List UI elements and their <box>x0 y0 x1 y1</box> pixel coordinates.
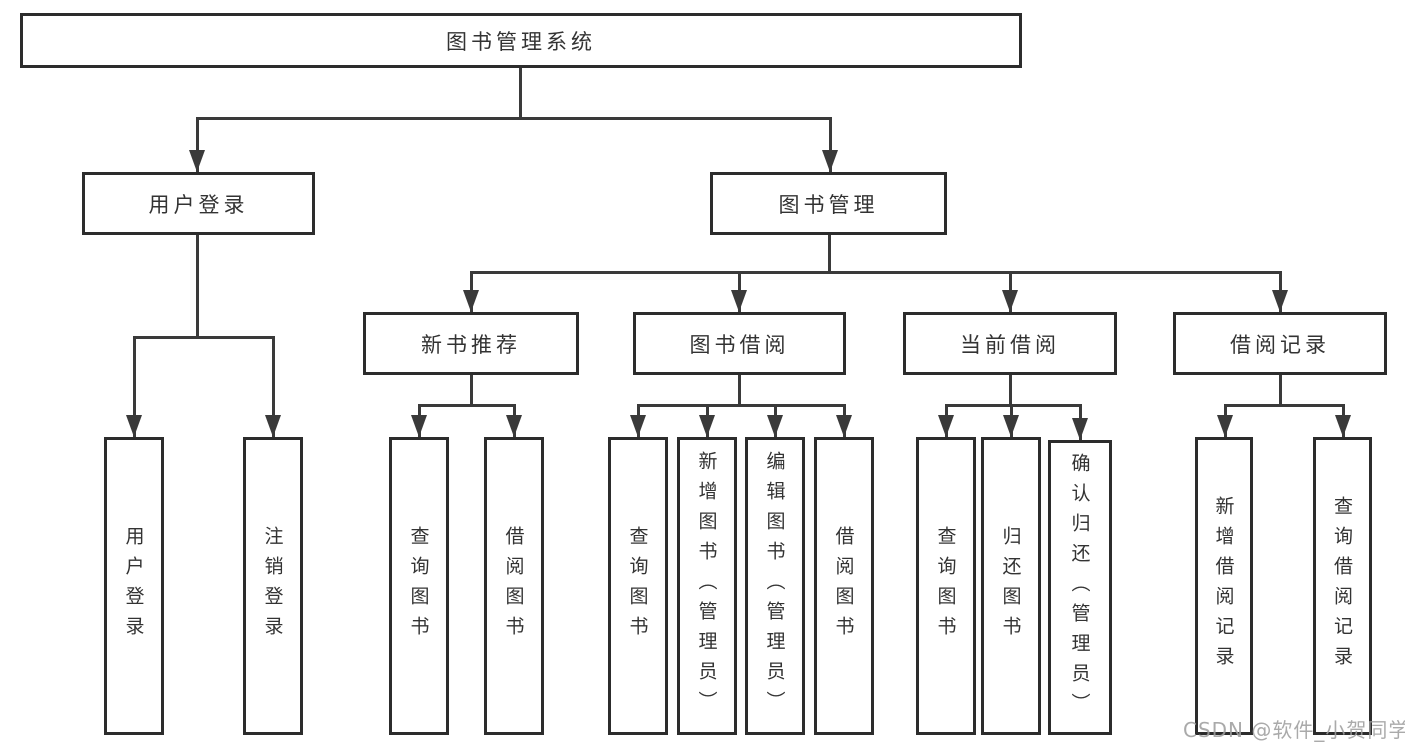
connector <box>196 117 199 172</box>
leaf-add-borrow-record: 新增借阅记录 <box>1195 437 1253 735</box>
leaf-edit-book-admin: 编辑图书（管理员） <box>745 437 805 735</box>
connector <box>1224 404 1345 407</box>
connector <box>418 404 516 407</box>
arrow-down-icon <box>1335 415 1351 437</box>
node-book-management: 图书管理 <box>710 172 947 235</box>
leaf-query-borrow-record: 查询借阅记录 <box>1313 437 1372 735</box>
leaf-confirm-return-admin: 确认归还（管理员） <box>1048 440 1112 735</box>
connector <box>738 375 741 406</box>
connector <box>196 117 832 120</box>
node-label: 图书管理系统 <box>446 29 596 54</box>
node-label: 图书借阅 <box>689 332 790 357</box>
connector <box>470 271 1282 274</box>
node-label: 用户登录 <box>122 526 145 646</box>
connector <box>196 235 199 337</box>
node-label: 注销登录 <box>261 526 284 646</box>
node-label: 用户登录 <box>148 192 249 217</box>
connector <box>519 68 522 118</box>
arrow-down-icon <box>506 415 522 437</box>
node-borrow-records: 借阅记录 <box>1173 312 1387 375</box>
connector <box>828 235 831 273</box>
arrow-down-icon <box>822 150 838 172</box>
node-label: 借阅记录 <box>1230 332 1330 357</box>
leaf-query-books-1: 查询图书 <box>389 437 449 735</box>
node-label: 借阅图书 <box>832 526 855 646</box>
node-label: 图书管理 <box>778 192 879 217</box>
leaf-add-book-admin: 新增图书（管理员） <box>677 437 737 735</box>
node-label: 新书推荐 <box>421 332 521 357</box>
connector <box>133 336 136 437</box>
leaf-borrow-books-2: 借阅图书 <box>814 437 874 735</box>
arrow-down-icon <box>1003 415 1019 437</box>
connector <box>1009 375 1012 406</box>
arrow-down-icon <box>630 415 646 437</box>
arrow-down-icon <box>836 415 852 437</box>
leaf-query-books-3: 查询图书 <box>916 437 976 735</box>
node-new-book-recommend: 新书推荐 <box>363 312 579 375</box>
node-label: 查询图书 <box>626 526 649 646</box>
connector <box>829 117 832 172</box>
node-label: 当前借阅 <box>960 332 1060 357</box>
leaf-user-login: 用户登录 <box>104 437 164 735</box>
leaf-logout: 注销登录 <box>243 437 303 735</box>
node-label: 新增图书（管理员） <box>695 451 718 721</box>
leaf-return-books: 归还图书 <box>981 437 1041 735</box>
connector <box>945 404 1082 407</box>
arrow-down-icon <box>265 415 281 437</box>
arrow-down-icon <box>731 290 747 312</box>
connector <box>637 404 846 407</box>
node-book-borrowing: 图书借阅 <box>633 312 846 375</box>
connector <box>133 336 275 339</box>
node-user-login: 用户登录 <box>82 172 315 235</box>
node-label: 归还图书 <box>999 526 1022 646</box>
node-label: 查询图书 <box>934 526 957 646</box>
leaf-borrow-books-1: 借阅图书 <box>484 437 544 735</box>
arrow-down-icon <box>1072 418 1088 440</box>
arrow-down-icon <box>938 415 954 437</box>
arrow-down-icon <box>1002 290 1018 312</box>
node-label: 借阅图书 <box>502 526 525 646</box>
arrow-down-icon <box>189 150 205 172</box>
arrow-down-icon <box>767 415 783 437</box>
connector <box>1279 375 1282 406</box>
node-label: 查询图书 <box>407 526 430 646</box>
leaf-query-books-2: 查询图书 <box>608 437 668 735</box>
node-label: 编辑图书（管理员） <box>763 451 786 721</box>
arrow-down-icon <box>411 415 427 437</box>
csdn-watermark: CSDN @软件_小贺同学 <box>1183 718 1405 742</box>
arrow-down-icon <box>126 415 142 437</box>
node-current-borrowing: 当前借阅 <box>903 312 1117 375</box>
connector <box>272 336 275 437</box>
node-label: 查询借阅记录 <box>1331 496 1353 676</box>
arrow-down-icon <box>699 415 715 437</box>
arrow-down-icon <box>1272 290 1288 312</box>
arrow-down-icon <box>463 290 479 312</box>
node-label: 确认归还（管理员） <box>1068 452 1091 723</box>
arrow-down-icon <box>1217 415 1233 437</box>
node-label: 新增借阅记录 <box>1212 496 1235 676</box>
connector <box>470 375 473 406</box>
node-library-management-system: 图书管理系统 <box>20 13 1022 68</box>
